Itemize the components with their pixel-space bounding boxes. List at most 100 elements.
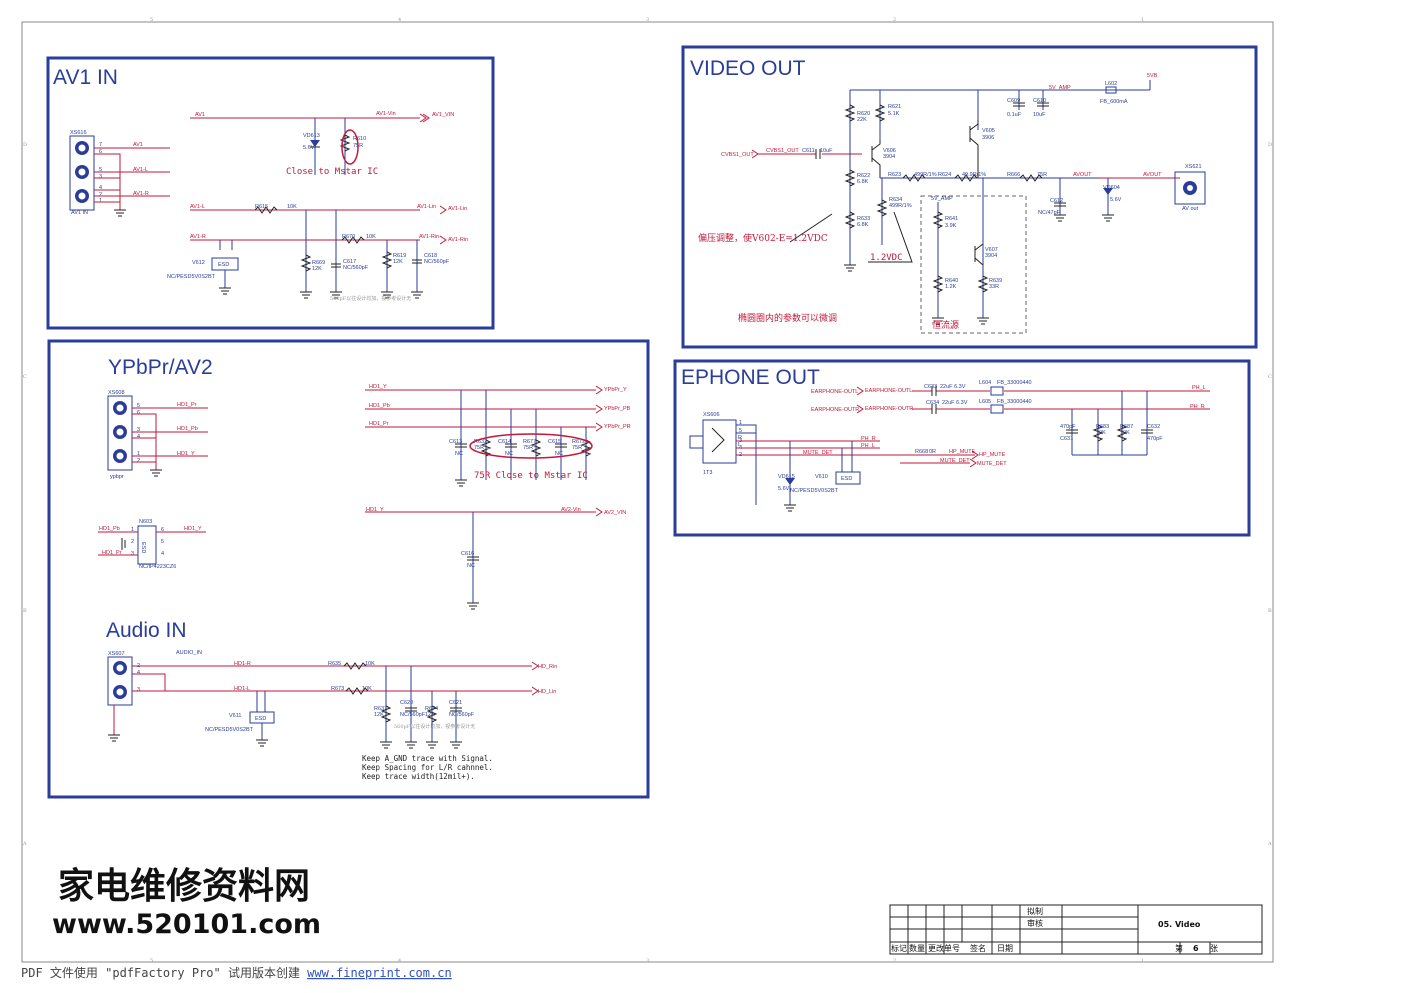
xs607-connector: [107, 656, 133, 706]
net-av1-vin: AV1-Vin: [376, 111, 396, 117]
ferrite-bead-icon: [990, 404, 1004, 414]
capacitor-icon: [931, 386, 937, 414]
xs621-sublabel: AV out: [1182, 206, 1199, 212]
c631-value: 470pF: [1060, 424, 1076, 430]
esd-text: ESD: [255, 716, 266, 722]
zone-mark: C: [23, 374, 27, 380]
c633-label: C633: [924, 384, 937, 390]
v605-value: 3906: [982, 135, 994, 141]
jack-ground-wire: [736, 424, 757, 505]
keep-note-1: Keep A_GND trace with Signal.: [362, 754, 493, 763]
resistor-icon: [874, 104, 886, 122]
av1-small-note: 560pF以往设计均加，视参考设计无: [330, 295, 411, 302]
r668-value: 0R: [929, 449, 936, 455]
port-av1-vin: AV1_VIN: [432, 112, 454, 118]
r666-label: R666: [1007, 172, 1020, 178]
r620-value: 22K: [857, 117, 867, 123]
r615-value: 10K: [287, 204, 297, 210]
ferrite-bead-icon: [1105, 86, 1117, 94]
earphone-wires: [912, 390, 1210, 410]
r670-label: R670: [342, 234, 355, 240]
pin-number: 3: [131, 551, 134, 557]
capacitor-icon: [331, 263, 341, 268]
ground-icon: [114, 209, 126, 217]
r619-label: R619: [393, 253, 406, 259]
zone-mark: B: [23, 608, 27, 614]
esd-text: ESD: [841, 476, 852, 482]
ground-icon: [150, 469, 162, 477]
ground-icon: [1054, 214, 1114, 222]
net-mute-det: MUTE_DET: [803, 450, 833, 456]
ferrite-bead-icon: [990, 386, 1004, 396]
c614-label: C614: [498, 439, 511, 445]
capacitor-icon: [1013, 102, 1025, 107]
jack-contact-icon: [711, 427, 725, 453]
r634-value: 499R/1%: [889, 203, 912, 209]
termination-wires: [460, 390, 587, 480]
port-hp-mute: HP_MUTE: [979, 452, 1006, 458]
c610-label: C610: [1033, 98, 1046, 104]
r623-label: R623: [888, 172, 901, 178]
net-hd1-pb: HD1_Pb: [177, 426, 198, 432]
r687-label: R687: [1120, 424, 1133, 430]
ground-icon: [121, 538, 126, 550]
jack-letter: R: [738, 435, 742, 441]
pin-number: 6: [99, 149, 102, 155]
resistor-icon: [341, 236, 365, 244]
n603-pb: HD1_Pb: [99, 526, 120, 532]
zone-mark: D: [1268, 142, 1272, 148]
out-ph-r: PH_R: [1190, 404, 1205, 410]
c614-value: NC: [505, 451, 513, 457]
port-arrow-icon: [969, 458, 977, 468]
vd604-label: VD604: [1103, 185, 1120, 191]
leader-line: [868, 211, 913, 263]
zone-mark: 5: [150, 958, 153, 964]
ground-icon: [467, 602, 479, 610]
video-out-title: VIDEO OUT: [690, 57, 806, 80]
port-arrow-icon: [971, 450, 979, 460]
port-arrow-icon: [531, 661, 539, 696]
resistor-icon: [954, 174, 978, 182]
ephone-title: EPHONE OUT: [681, 366, 820, 389]
transistor-icon: [969, 120, 979, 178]
title-block: 拟制 审核 05. Video 标记 数量 更改单号 签名 日期 第 6 张: [889, 904, 1263, 955]
l604-value: FB_33000440: [997, 380, 1032, 386]
xs606-label: XS606: [703, 412, 720, 418]
r632-value: 75R: [474, 445, 484, 451]
capacitor-icon: [815, 149, 821, 159]
ground-icon: [455, 479, 467, 487]
pin-number: 5: [99, 167, 102, 173]
net-hd1-y: HD1_Y: [177, 451, 195, 457]
v610-part: NC/PESD5V0S2BT: [790, 488, 839, 494]
connector-wires: [94, 147, 170, 210]
c618-label: C618: [424, 253, 437, 259]
port-mute-det: MUTE_DET: [977, 461, 1007, 467]
pin-number: 1: [739, 420, 742, 426]
audio-wires: [113, 665, 532, 735]
net-hd1-pr: HD1_Pr: [177, 402, 197, 408]
watermark-url: www.520101.com: [52, 909, 321, 940]
n603-label: N603: [139, 519, 152, 525]
capacitor-icon: [412, 259, 422, 264]
net-av1-rin: AV1-Rin: [419, 234, 439, 240]
keep-note-3: Keep trace width(12mil+).: [362, 772, 475, 781]
zone-mark: 4: [398, 958, 401, 964]
net-avout: AVOUT: [1073, 172, 1092, 178]
c621-value: NC/560pF: [449, 712, 475, 718]
r641-label: R641: [945, 216, 958, 222]
av1-block-border: [46, 56, 495, 330]
net-avout-2: AVOUT: [1143, 172, 1162, 178]
jack-letter: L: [738, 442, 741, 448]
zone-mark: 3: [646, 958, 649, 964]
tb-page-number: 6: [1193, 944, 1199, 953]
r677-value: 75R: [523, 445, 533, 451]
net-hd1-l: HD1-L: [234, 686, 250, 692]
r673-value: 10K: [362, 686, 372, 692]
ground-icon: [932, 317, 989, 325]
c613-label: C613: [449, 439, 462, 445]
footer-link[interactable]: www.fineprint.com.cn: [307, 966, 452, 980]
resistor-icon: [844, 211, 856, 229]
tuning-ellipse: [469, 433, 593, 459]
r674-value: 12K: [425, 712, 435, 718]
r635-label: R635: [328, 661, 341, 667]
